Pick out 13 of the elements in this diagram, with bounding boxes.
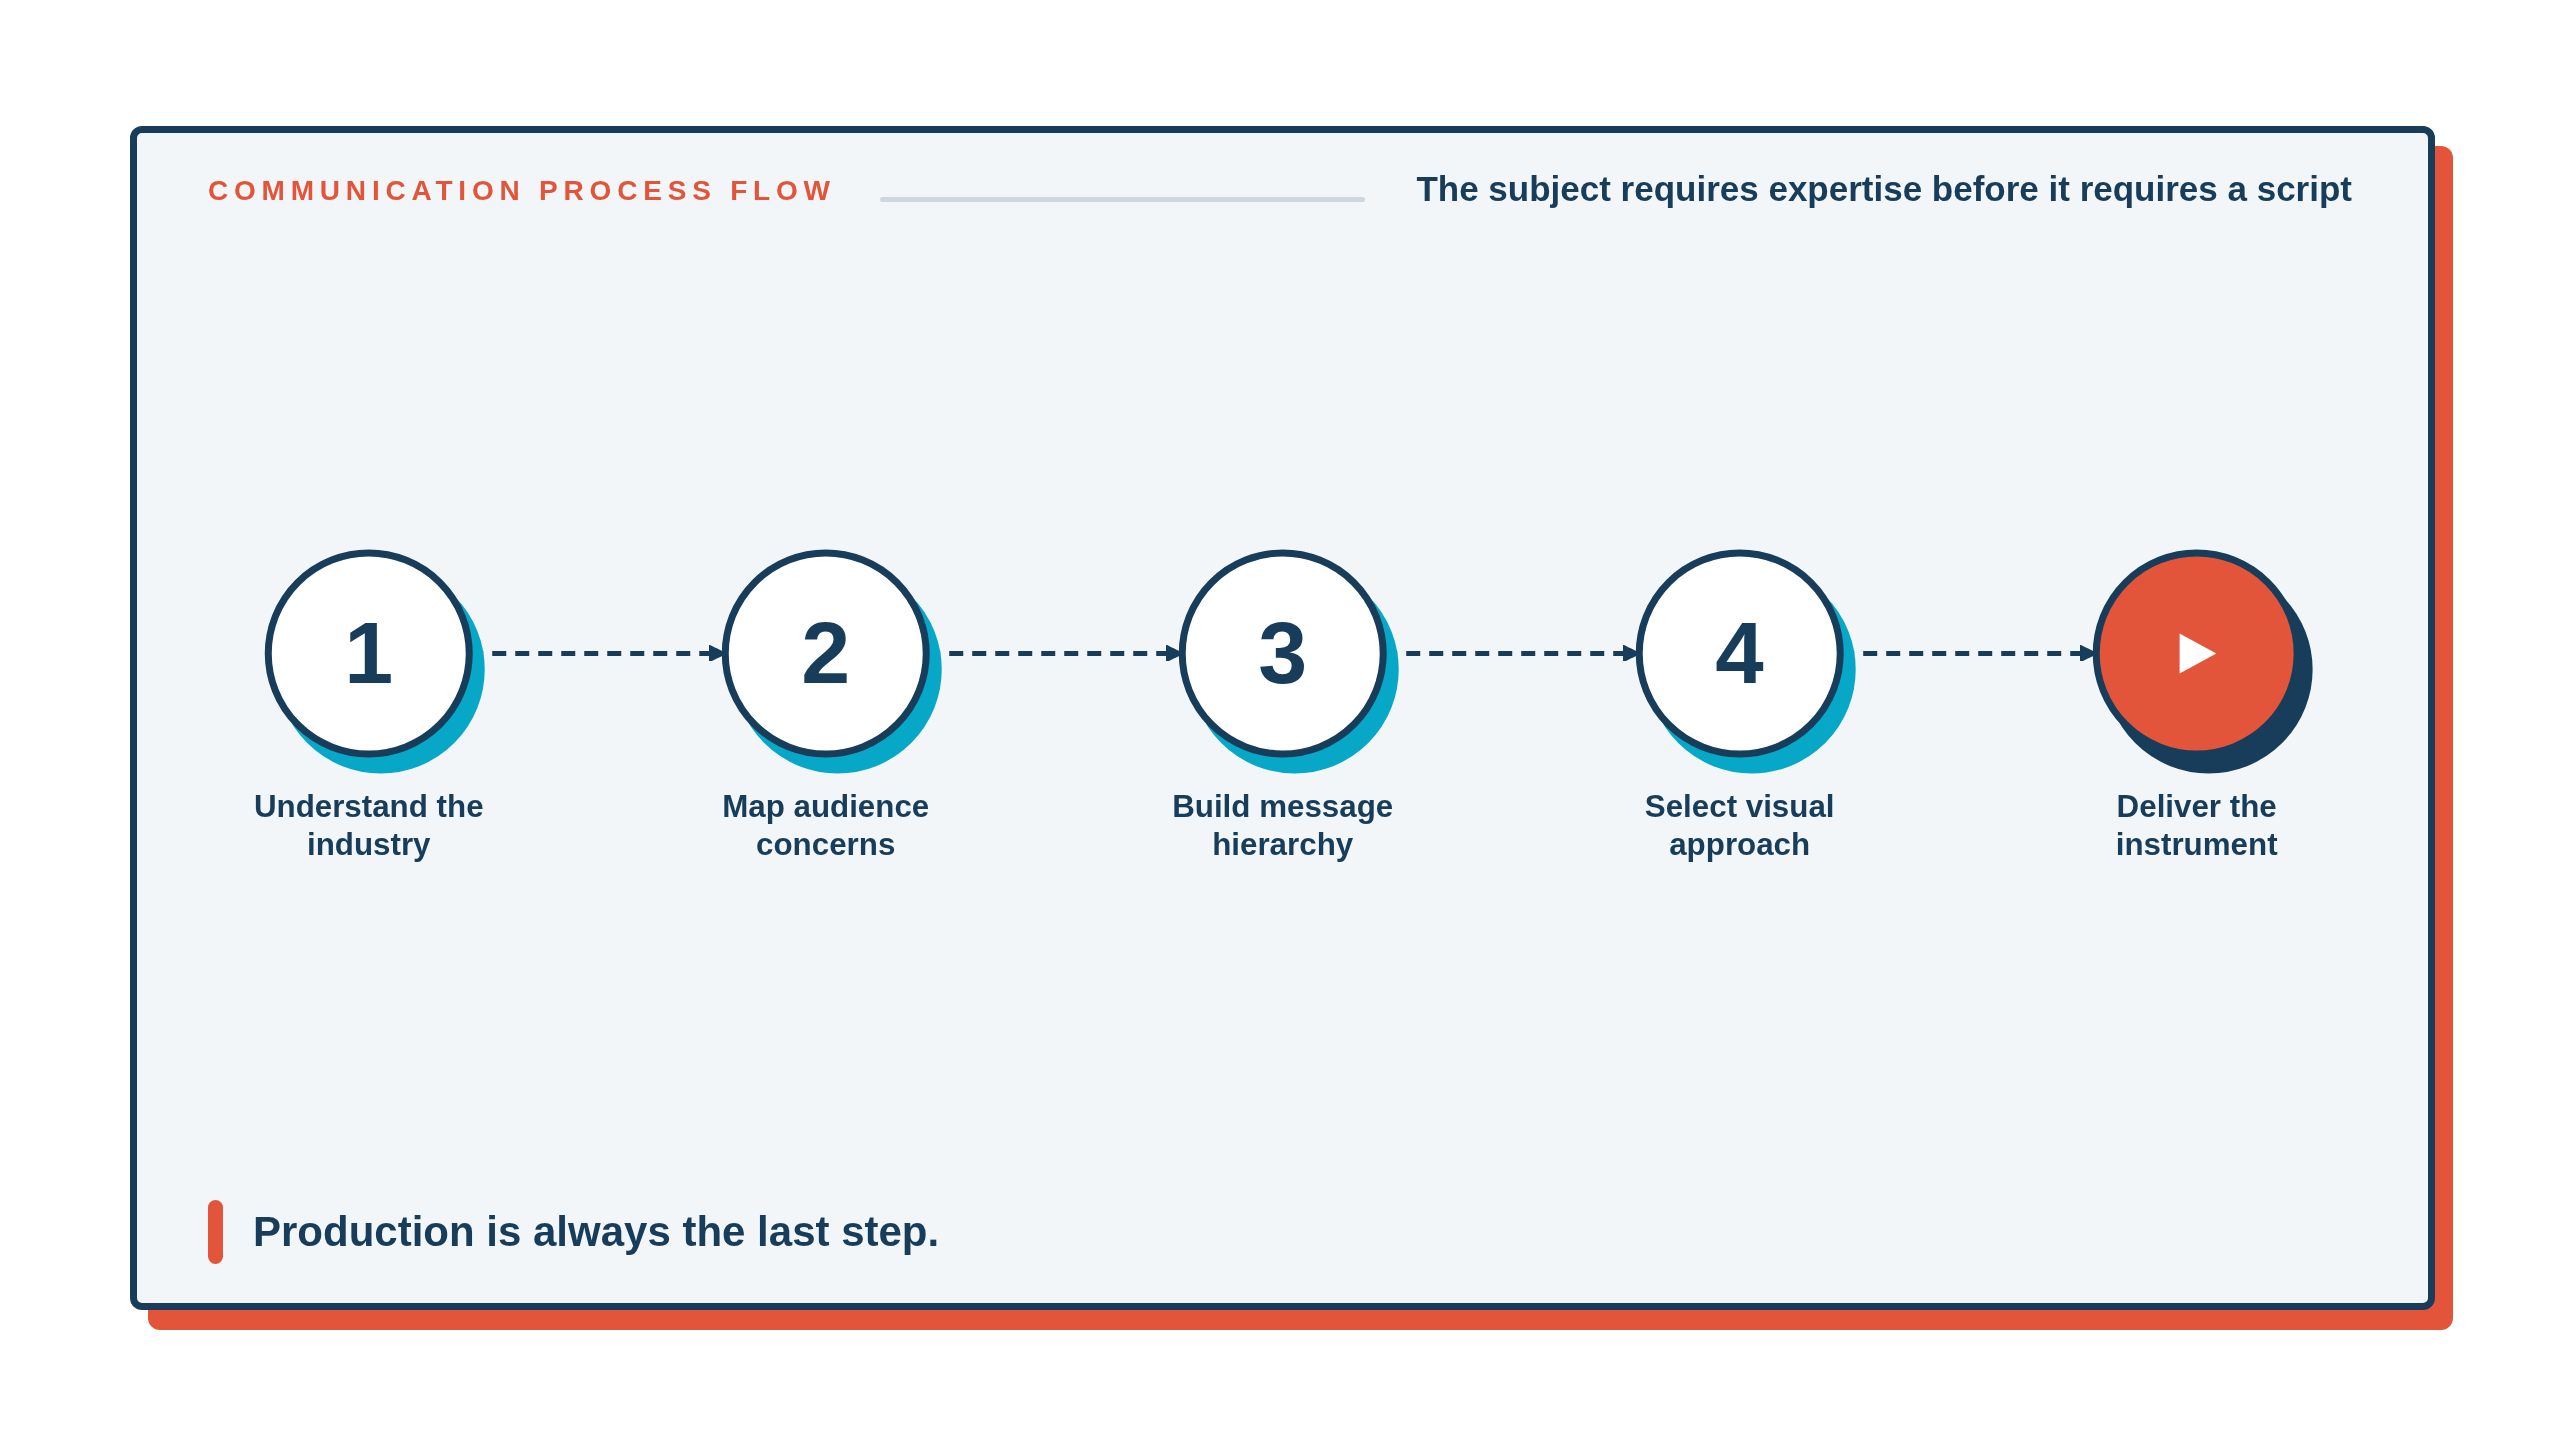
- node-circle: [721, 549, 930, 757]
- caption: Production is always the last step.: [253, 1207, 940, 1257]
- diagram-title: COMMUNICATION PROCESS FLOW: [208, 175, 836, 207]
- step-label: Understand the industry: [253, 787, 484, 861]
- node-circle: [1178, 549, 1387, 757]
- step-label: Map audience concerns: [721, 787, 930, 861]
- step-label: Select visual approach: [1644, 787, 1835, 861]
- step-label: Build message hierarchy: [1171, 787, 1393, 861]
- node-circle: [1635, 549, 1844, 757]
- node-circle: [264, 549, 473, 757]
- node-circle: [2092, 549, 2301, 757]
- step-label: Deliver the instrument: [2115, 787, 2278, 861]
- subtitle: The subject requires expertise before it requires a script: [1416, 169, 2352, 209]
